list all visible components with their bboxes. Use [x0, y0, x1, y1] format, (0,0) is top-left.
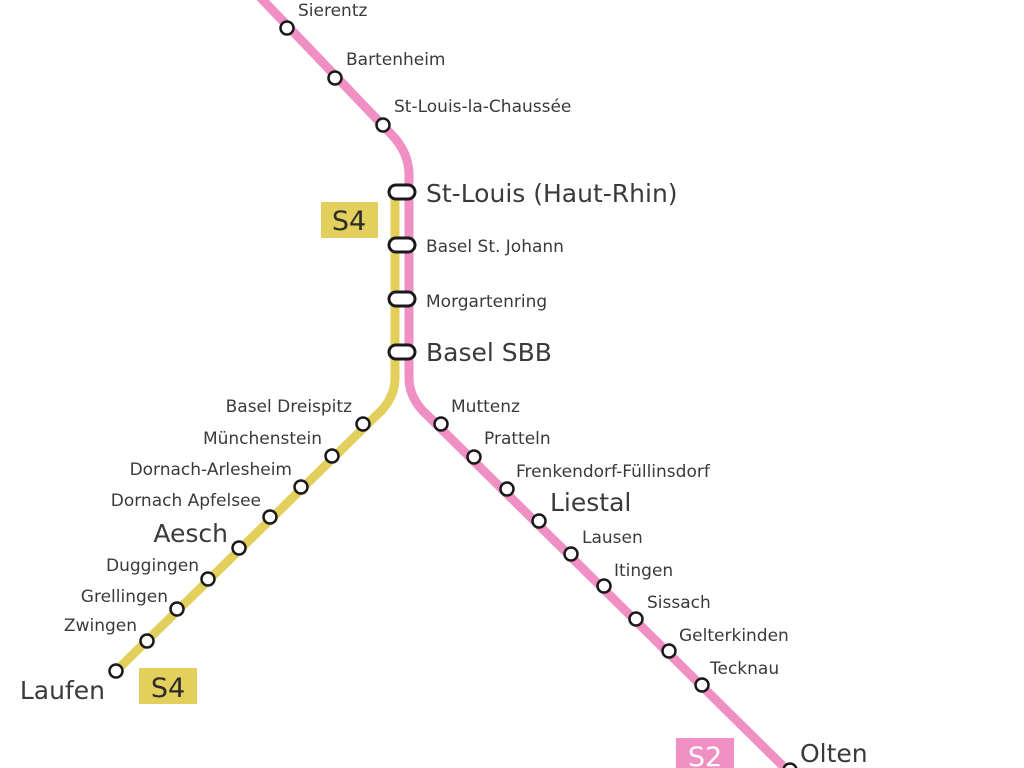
station-label-gelterkinden: Gelterkinden — [679, 626, 789, 646]
s2-badge-label: S2 — [688, 742, 722, 768]
station-label-dornach-arlesheim: Dornach-Arlesheim — [130, 460, 292, 480]
station-marker-aesch[interactable] — [231, 540, 247, 556]
station-label-morgartenring: Morgartenring — [426, 292, 547, 312]
station-label-sissach: Sissach — [647, 593, 711, 613]
station-label-basel-st-johann: Basel St. Johann — [426, 237, 564, 257]
station-label-liestal: Liestal — [550, 488, 631, 517]
station-label-laufen: Laufen — [20, 676, 105, 705]
s4-line-track — [111, 187, 400, 676]
station-label-grellingen: Grellingen — [81, 587, 168, 607]
station-label-tecknau: Tecknau — [709, 659, 779, 679]
station-marker-dornach-apfelsee[interactable] — [262, 509, 278, 525]
station-label-st-louis-haut-rhin: St-Louis (Haut-Rhin) — [426, 179, 678, 208]
station-marker-dornach-arlesheim[interactable] — [293, 479, 309, 495]
s2-badge: S2 — [676, 738, 734, 768]
station-marker-grellingen[interactable] — [169, 601, 185, 617]
station-label-sierentz: Sierentz — [298, 1, 367, 21]
station-label-olten: Olten — [800, 739, 868, 768]
station-marker-gelterkinden[interactable] — [661, 643, 677, 659]
station-marker-itingen[interactable] — [596, 578, 612, 594]
station-marker-munchenstein[interactable] — [324, 448, 340, 464]
station-label-itingen: Itingen — [614, 561, 673, 581]
station-label-aesch: Aesch — [153, 519, 228, 548]
station-marker-basel-dreispitz[interactable] — [355, 416, 371, 432]
station-label-bartenheim: Bartenheim — [346, 50, 446, 70]
station-label-zwingen: Zwingen — [64, 616, 137, 636]
station-label-dornach-apfelsee: Dornach Apfelsee — [111, 491, 261, 511]
s4-badge-bottom: S4 — [139, 668, 197, 704]
station-label-frenkendorf-fullinsdorf: Frenkendorf-Füllinsdorf — [516, 462, 711, 482]
station-label-basel-dreispitz: Basel Dreispitz — [226, 397, 352, 417]
s2-line-track — [256, 0, 792, 768]
station-marker-basel-st-johann[interactable] — [387, 236, 417, 254]
s4-badge-bottom-label: S4 — [151, 673, 185, 704]
station-marker-bartenheim[interactable] — [327, 70, 343, 86]
s4-badge-top-label: S4 — [332, 206, 366, 237]
station-label-munchenstein: Münchenstein — [203, 429, 322, 449]
station-marker-st-louis-la-chaussee[interactable] — [375, 117, 391, 133]
station-marker-sissach[interactable] — [628, 611, 644, 627]
station-marker-laufen[interactable] — [108, 663, 124, 679]
station-label-pratteln: Pratteln — [484, 429, 551, 449]
station-marker-olten[interactable] — [782, 762, 798, 768]
s4-badge-top: S4 — [321, 202, 378, 238]
station-marker-zwingen[interactable] — [139, 633, 155, 649]
station-marker-liestal[interactable] — [531, 513, 547, 529]
station-marker-lausen[interactable] — [563, 546, 579, 562]
station-marker-basel-sbb[interactable] — [387, 343, 417, 361]
station-marker-frenkendorf-fullinsdorf[interactable] — [499, 481, 515, 497]
station-marker-pratteln[interactable] — [466, 449, 482, 465]
station-label-lausen: Lausen — [582, 528, 643, 548]
station-label-muttenz: Muttenz — [451, 397, 520, 417]
station-label-basel-sbb: Basel SBB — [426, 338, 552, 367]
station-marker-tecknau[interactable] — [694, 677, 710, 693]
station-marker-duggingen[interactable] — [200, 571, 216, 587]
station-label-duggingen: Duggingen — [106, 556, 199, 576]
station-marker-st-louis-haut-rhin[interactable] — [387, 183, 417, 201]
station-marker-morgartenring[interactable] — [387, 290, 417, 308]
station-marker-muttenz[interactable] — [433, 416, 449, 432]
station-marker-sierentz[interactable] — [279, 20, 295, 36]
station-label-st-louis-la-chaussee: St-Louis-la-Chaussée — [394, 97, 571, 117]
